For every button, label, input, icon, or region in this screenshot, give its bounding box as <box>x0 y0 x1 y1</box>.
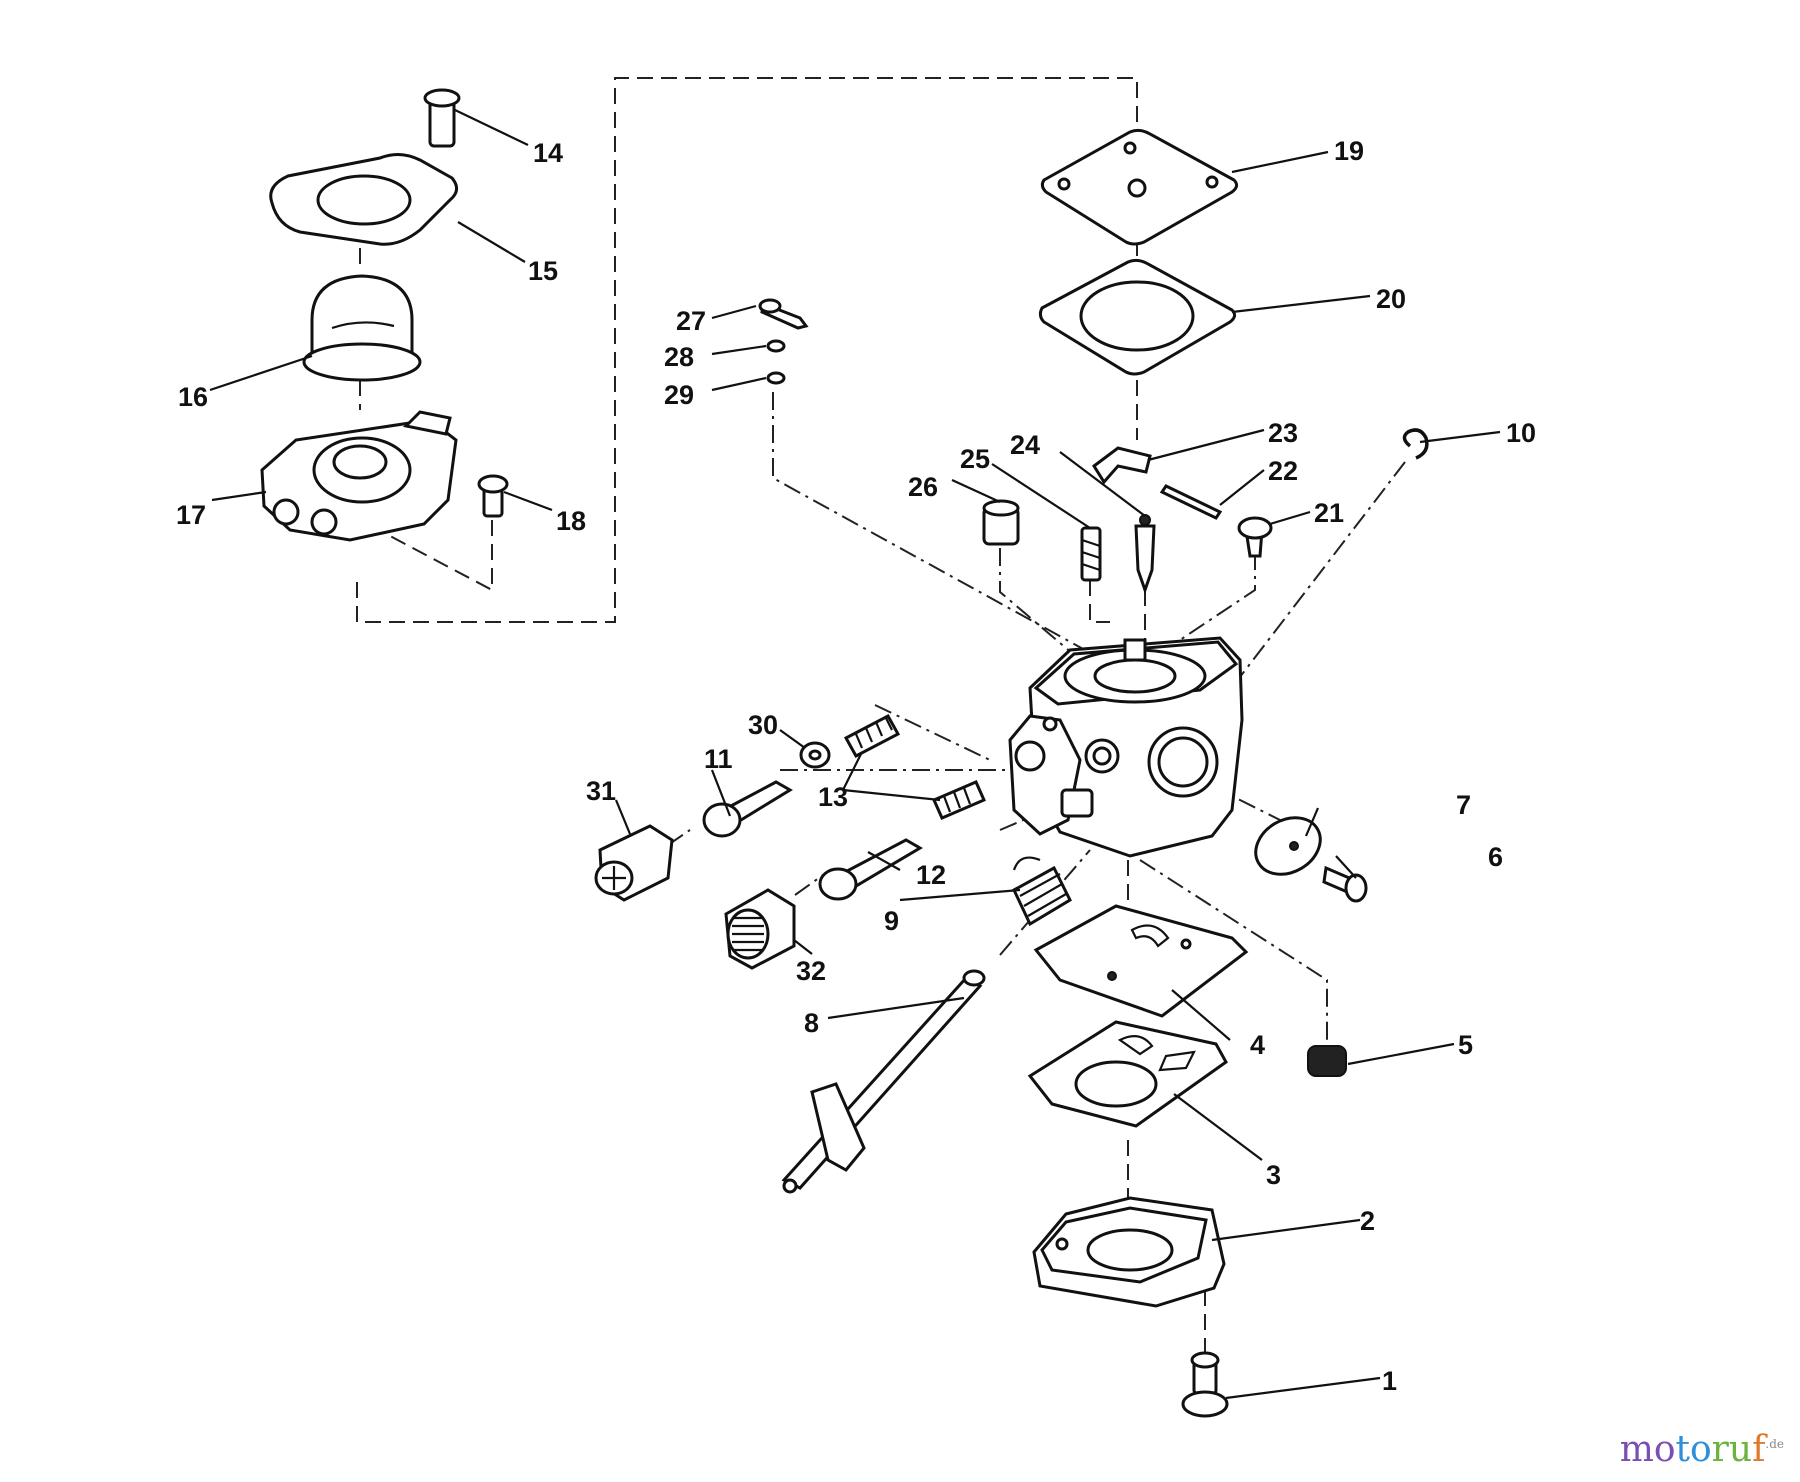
watermark-domain: .de <box>1765 1437 1784 1451</box>
part-3-metering-gasket <box>1027 1020 1228 1128</box>
callout-2: 2 <box>1360 1206 1375 1236</box>
part-30-washer <box>799 741 831 769</box>
connector-10-to-body <box>1229 461 1406 691</box>
callout-31: 31 <box>586 776 616 806</box>
callout-11: 11 <box>704 744 733 774</box>
part-17-primer-base <box>260 410 458 542</box>
callout-14: 14 <box>533 138 563 168</box>
callout-28: 28 <box>664 342 694 372</box>
connector-13-to-body <box>874 704 991 761</box>
callout-15: 15 <box>528 256 558 286</box>
part-19-diaphragm <box>1040 128 1239 246</box>
connector-29-to-body <box>772 392 1086 651</box>
callout-24: 24 <box>1010 430 1040 460</box>
part-27-pin <box>758 298 809 330</box>
part-2-metering-cover <box>1032 1196 1226 1308</box>
part-10-clip <box>1402 428 1429 460</box>
part-5-filter-screen <box>1307 1045 1347 1077</box>
callout-12: 12 <box>916 860 946 890</box>
callout-9: 9 <box>884 906 899 936</box>
callout-17: 17 <box>176 500 206 530</box>
part-16-primer-bulb <box>302 274 422 382</box>
part-31-limiter-cap <box>594 824 674 902</box>
part-13-spring-lower <box>932 780 986 820</box>
callout-6: 6 <box>1488 842 1503 872</box>
part-6-screw <box>1322 865 1368 903</box>
callout-10: 10 <box>1506 418 1536 448</box>
connector-body-to-5 <box>1139 859 1328 1040</box>
callout-23: 23 <box>1268 418 1298 448</box>
part-22-pin <box>1159 484 1223 520</box>
callout-3: 3 <box>1266 1160 1281 1190</box>
callout-5: 5 <box>1458 1030 1473 1060</box>
leader-lines <box>209 109 1501 1400</box>
watermark-part-3: ru <box>1711 1429 1753 1470</box>
part-28-washer <box>766 339 786 353</box>
connector-25-to-body <box>1089 580 1110 623</box>
motoruf-watermark-logo: motoruf.de <box>1620 1429 1784 1470</box>
part-15-primer-cover <box>269 153 458 246</box>
callout-16: 16 <box>178 382 208 412</box>
part-29-washer <box>766 371 786 385</box>
callout-4: 4 <box>1250 1030 1265 1060</box>
connector-primer-to-diaphragm <box>356 77 1138 623</box>
callout-27: 27 <box>676 306 706 336</box>
part-23-lever <box>1091 446 1152 485</box>
callout-19: 19 <box>1334 136 1364 166</box>
callout-21: 21 <box>1314 498 1344 528</box>
callout-22: 22 <box>1268 456 1298 486</box>
connector-screw18 <box>359 519 493 592</box>
part-32-limiter-cap <box>724 888 796 970</box>
part-13-spring-upper <box>843 713 901 759</box>
connector-21-to-body <box>1179 552 1256 641</box>
callout-1: 1 <box>1382 1366 1397 1396</box>
watermark-part-1: mo <box>1619 1429 1676 1470</box>
part-7-cover-plate <box>1254 816 1322 876</box>
callout-32: 32 <box>796 956 826 986</box>
callout-26: 26 <box>908 472 938 502</box>
part-26-plug <box>982 499 1020 546</box>
callout-30: 30 <box>748 710 778 740</box>
callout-29: 29 <box>664 380 694 410</box>
part-11-adjust-needle <box>702 780 793 838</box>
watermark-part-4: f <box>1752 1429 1766 1470</box>
callout-20: 20 <box>1376 284 1406 314</box>
watermark-part-2: to <box>1675 1429 1712 1470</box>
part-21-screw <box>1237 516 1273 558</box>
part-4-gasket <box>1033 904 1249 1018</box>
callout-8: 8 <box>804 1008 819 1038</box>
callout-labels: 14 15 16 17 18 19 20 23 22 21 10 24 25 2… <box>176 136 1536 1396</box>
part-20-gasket <box>1038 258 1237 376</box>
callout-7: 7 <box>1456 790 1471 820</box>
connector-26-to-body <box>999 548 1081 661</box>
part-9-throttle-spring <box>1012 856 1072 927</box>
part-12-adjust-needle <box>818 838 923 901</box>
part-14-screw <box>423 88 461 148</box>
part-18-screw <box>477 474 509 518</box>
part-24-inlet-needle <box>1134 514 1156 595</box>
callout-18: 18 <box>556 506 586 536</box>
callout-25: 25 <box>960 444 990 474</box>
part-1-screw <box>1181 1351 1229 1418</box>
part-8-throttle-shaft <box>781 969 986 1194</box>
carburetor-body <box>1008 636 1244 858</box>
part-25-spring <box>1080 526 1102 582</box>
callout-13: 13 <box>818 782 848 812</box>
